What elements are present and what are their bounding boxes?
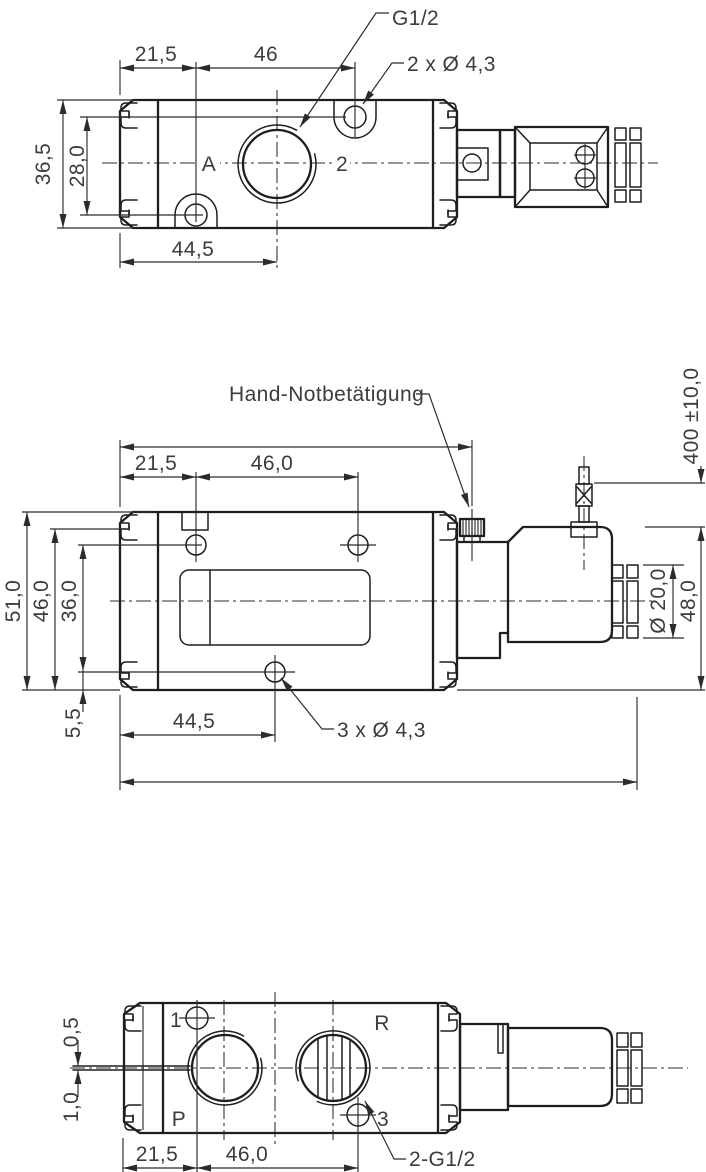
port-p-label: P bbox=[172, 1108, 186, 1131]
left-mounting-bracket bbox=[122, 1001, 165, 1135]
port-r-circle bbox=[298, 1033, 368, 1103]
port-r-thread-arc bbox=[295, 1030, 371, 1106]
override-leader bbox=[416, 393, 470, 508]
side-view: Hand-Notbetätigung 400 ±10,0 21,5 46,0 5… bbox=[2, 368, 705, 790]
dim-46-0-v-label: 46,0 bbox=[30, 580, 53, 622]
bottom-view-dimensions bbox=[74, 1040, 406, 1172]
top-notch bbox=[181, 511, 209, 531]
label-plate bbox=[179, 569, 371, 646]
dim-ring-dia-label: Ø 20,0 bbox=[647, 568, 670, 633]
thread-size-label: 2-G1/2 bbox=[409, 1148, 476, 1171]
dim-21-5-label: 21,5 bbox=[136, 1143, 178, 1166]
manual-override-knob bbox=[458, 509, 486, 561]
solenoid-assembly-top bbox=[455, 125, 642, 209]
side-view-dimensions bbox=[23, 393, 705, 786]
mounting-holes-label: 3 x Ø 4,3 bbox=[337, 719, 426, 742]
dim-28-0-label: 28,0 bbox=[66, 145, 89, 187]
solenoid-coil bbox=[506, 525, 614, 644]
connector-rings bbox=[611, 564, 639, 639]
dim-51-0-label: 51,0 bbox=[2, 580, 25, 622]
mounting-holes-label: 2 x Ø 4,3 bbox=[407, 53, 496, 76]
holes-leader bbox=[362, 62, 404, 105]
g12-port-circle bbox=[241, 128, 313, 200]
solenoid-coil bbox=[506, 1026, 614, 1108]
dim-46-0-label: 46,0 bbox=[226, 1143, 268, 1166]
g12-thread-arc bbox=[237, 124, 317, 204]
dim-36-5-label: 36,5 bbox=[32, 143, 55, 185]
port-3-label: 3 bbox=[377, 1108, 389, 1131]
dim-48-0-label: 48,0 bbox=[677, 580, 700, 622]
dim-cable-label: 400 ±10,0 bbox=[680, 368, 703, 465]
dim-44-5-label: 44,5 bbox=[172, 238, 214, 261]
dim-44-5-label: 44,5 bbox=[173, 710, 215, 733]
solenoid-housing bbox=[513, 125, 610, 209]
top-view-dimensions bbox=[59, 12, 404, 266]
connector-rings bbox=[616, 1032, 643, 1104]
cable-gland bbox=[570, 456, 598, 570]
port-1-label: 1 bbox=[170, 1009, 182, 1032]
screw-boss-top bbox=[333, 99, 377, 139]
dim-5-5-label: 5,5 bbox=[62, 708, 85, 738]
manual-override-label: Hand-Notbetätigung bbox=[229, 383, 424, 406]
top-view: 21,5 46 36,5 28,0 44,5 G1/2 2 x Ø 4,3 A … bbox=[32, 7, 658, 270]
dim-46-0-label: 46,0 bbox=[251, 452, 293, 475]
pilot-hole bbox=[462, 153, 482, 173]
dim-36-0-label: 36,0 bbox=[58, 580, 81, 622]
dim-21-5-label: 21,5 bbox=[135, 452, 177, 475]
solenoid-assembly-bottom bbox=[458, 1022, 643, 1112]
thread-leader bbox=[364, 1100, 406, 1160]
dim-21-5-label: 21,5 bbox=[135, 43, 177, 66]
bottom-view: 0,5 1,0 21,5 46,0 2-G1/2 1 R P 3 bbox=[60, 992, 688, 1172]
dim-46-label: 46 bbox=[254, 43, 278, 66]
port-p-thread-arc bbox=[187, 1030, 263, 1106]
right-mounting-bracket bbox=[431, 98, 459, 230]
valve-body-bottom bbox=[72, 1001, 462, 1135]
port-a-label: A bbox=[202, 153, 216, 176]
thread-size-label: G1/2 bbox=[392, 7, 439, 30]
valve-body-top bbox=[118, 98, 459, 230]
connector-rings bbox=[614, 127, 642, 203]
solenoid-assembly-side bbox=[455, 456, 639, 660]
port-p-circle bbox=[190, 1033, 260, 1103]
top-view-extension-lines bbox=[57, 60, 356, 268]
port-2-label: 2 bbox=[336, 153, 348, 176]
port-r-label: R bbox=[374, 1012, 390, 1035]
dim-0-5-label: 0,5 bbox=[60, 1017, 83, 1047]
left-mounting-bracket bbox=[118, 98, 160, 230]
g12-leader bbox=[299, 12, 389, 128]
holes-leader bbox=[280, 677, 334, 730]
dim-1-0-label: 1,0 bbox=[60, 1092, 83, 1122]
